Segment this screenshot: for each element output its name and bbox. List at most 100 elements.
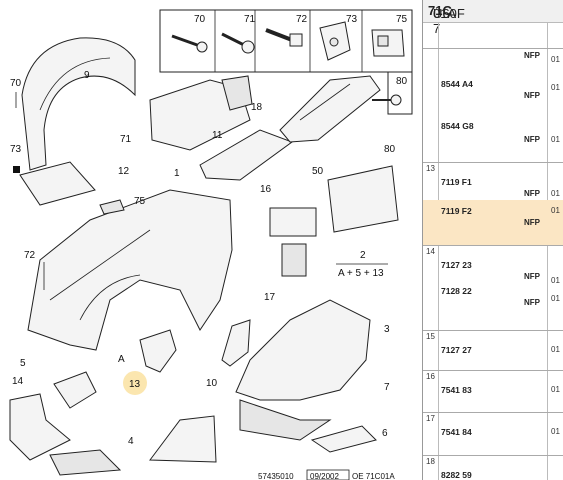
callout-12[interactable]: 12	[118, 166, 130, 177]
callout-6[interactable]: 6	[382, 428, 388, 439]
lower-left-parts: 5 14 4	[9, 358, 217, 476]
callout-11[interactable]: 11	[212, 130, 223, 141]
part-reference[interactable]: 7127 27	[441, 345, 472, 355]
quantity: 01	[551, 55, 560, 64]
code-bold: 71C	[428, 3, 452, 18]
callout-80-right[interactable]: 80	[384, 144, 396, 155]
callout-7[interactable]: 7	[384, 382, 390, 393]
column-divider	[438, 22, 439, 480]
nfp-flag: NFP	[524, 272, 540, 281]
row-index: 17	[426, 414, 435, 423]
callout-73-left[interactable]: 73	[10, 144, 22, 155]
callout-71[interactable]: 71	[244, 14, 256, 25]
part-10: 10	[206, 319, 251, 389]
quantity: 01	[551, 206, 560, 215]
parts-list-panel: U60F 7 71C 01A NFP 01 8544 A4 NFP 01 8544 G8 N…	[422, 0, 563, 480]
screw-72-icon	[265, 28, 303, 47]
quantity: 01	[551, 385, 560, 394]
row-index: 13	[426, 164, 435, 173]
callout-5[interactable]: 5	[20, 358, 26, 369]
nfp-flag: NFP	[524, 218, 540, 227]
callout-9[interactable]: 9	[84, 70, 90, 81]
part-reference[interactable]: 7127 23	[441, 260, 472, 270]
catalog-code-header: U60F 7 71C 01A	[423, 0, 563, 36]
front-structure: 3 7	[235, 299, 390, 441]
quantity: 01	[551, 189, 560, 198]
part-6: 6	[310, 425, 388, 453]
callout-70-left[interactable]: 70	[10, 78, 22, 89]
part-reference[interactable]: 7119 F1	[441, 177, 472, 187]
callout-13-highlight	[123, 371, 147, 395]
callout-16[interactable]: 16	[260, 184, 272, 195]
callout-50[interactable]: 50	[312, 166, 324, 177]
exploded-parts-diagram: 70 71 72 73 75 80 9 70 71 73 11 18 1 75	[9, 9, 413, 480]
screw-71-icon	[221, 32, 255, 54]
bracket-13: 13 A	[118, 329, 177, 395]
clip-73-icon	[319, 21, 351, 61]
callout-73[interactable]: 73	[346, 14, 358, 25]
code-suffix: 01A	[433, 6, 457, 21]
footer-ref2: OE 71C01A	[352, 472, 395, 480]
parts-row[interactable]: 16 7541 83 01	[423, 370, 563, 412]
callout-18[interactable]: 18	[251, 102, 263, 113]
parts-row[interactable]: 14 7127 23 NFP 01 7128 22 NFP 01	[423, 245, 563, 330]
callout-72-left[interactable]: 72	[24, 250, 36, 261]
rivet-80-icon	[372, 94, 402, 106]
quantity: 01	[551, 83, 560, 92]
callout-2[interactable]: 2	[360, 250, 366, 261]
callout-13[interactable]: 13	[129, 379, 141, 390]
quantity: 01	[551, 294, 560, 303]
callout-14[interactable]: 14	[12, 376, 24, 387]
parts-row[interactable]: 18 8282 59	[423, 455, 563, 480]
clip-75-icon	[371, 29, 405, 57]
quantity: 01	[551, 427, 560, 436]
parts-row[interactable]: 13 7119 F1 NFP 01	[423, 162, 563, 200]
nfp-flag: NFP	[524, 135, 540, 144]
part-reference[interactable]: 8282 59	[441, 470, 472, 480]
screw-70-icon	[171, 34, 208, 53]
label-plates: 16 17 50 80	[260, 144, 399, 303]
callout-4[interactable]: 4	[128, 436, 134, 447]
nfp-flag: NFP	[524, 298, 540, 307]
nfp-flag: NFP	[524, 189, 540, 198]
part-reference[interactable]: 8544 G8	[441, 121, 474, 131]
footer-date: 09/2002	[310, 472, 339, 480]
callout-10[interactable]: 10	[206, 378, 218, 389]
callout-3[interactable]: 3	[384, 324, 390, 335]
callout-80[interactable]: 80	[396, 76, 408, 87]
nfp-flag: NFP	[524, 51, 540, 60]
callout-A[interactable]: A	[118, 354, 125, 365]
column-divider	[547, 22, 548, 480]
part-reference[interactable]: 7128 22	[441, 286, 472, 296]
assembly-formula: 2 A + 5 + 13	[336, 250, 388, 279]
row-index: 14	[426, 247, 435, 256]
row-index: 15	[426, 332, 435, 341]
callout-71-left[interactable]: 71	[120, 134, 132, 145]
callout-17[interactable]: 17	[264, 292, 276, 303]
row-index: 16	[426, 372, 435, 381]
fasteners-box: 70 71 72 73 75 80	[159, 9, 413, 115]
parts-row[interactable]: 17 7541 84 01	[423, 412, 563, 455]
code-prefix: U60F 7	[433, 6, 465, 36]
part-reference[interactable]: 8544 A4	[441, 79, 473, 89]
part-reference[interactable]: 7541 84	[441, 427, 472, 437]
wing-panel: 1 75 12 72	[24, 166, 233, 351]
callout-72[interactable]: 72	[296, 14, 308, 25]
part-reference[interactable]: 7541 83	[441, 385, 472, 395]
diagram-footer: 57435010 09/2002 OE 71C01A	[258, 469, 395, 480]
quantity: 01	[551, 276, 560, 285]
formula-text: A + 5 + 13	[338, 268, 384, 279]
part-reference[interactable]: 7119 F2	[441, 206, 472, 216]
wheel-arch-liner: 9 70 71 73	[10, 37, 136, 206]
nfp-flag: NFP	[524, 91, 540, 100]
parts-row[interactable]: 15 7127 27 01	[423, 330, 563, 370]
callout-75[interactable]: 75	[396, 14, 408, 25]
callout-75-mid[interactable]: 75	[134, 196, 146, 207]
row-index: 18	[426, 457, 435, 466]
parts-row-selected[interactable]: 7119 F2 NFP 01	[423, 200, 563, 245]
callout-1[interactable]: 1	[174, 168, 180, 179]
quantity: 01	[551, 345, 560, 354]
callout-70[interactable]: 70	[194, 14, 206, 25]
front-rail	[279, 75, 381, 143]
